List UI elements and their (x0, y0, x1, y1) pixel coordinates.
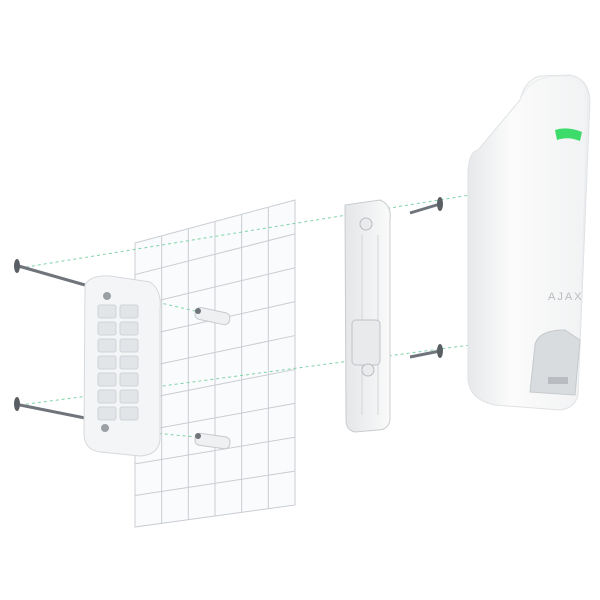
bracket-rib (97, 406, 117, 421)
screw-icon (409, 344, 443, 359)
grid-line (134, 368, 296, 402)
mounting-plate (344, 199, 391, 433)
bracket-rib (97, 389, 117, 404)
bracket-rib (97, 304, 117, 319)
bracket-rib (119, 304, 139, 319)
grid-line (134, 267, 296, 307)
screw-icon (14, 397, 86, 420)
motion-detector: AJAX (467, 74, 591, 411)
corner-bracket (83, 275, 161, 457)
bracket-rib (119, 372, 139, 387)
grid-line (134, 335, 296, 370)
wall-plug-icon (194, 307, 231, 326)
bracket-rib (119, 406, 139, 421)
bracket-rib (97, 321, 117, 336)
bracket-rib (119, 321, 139, 336)
grid-line (134, 470, 296, 496)
wall-plug-icon (194, 432, 231, 450)
bracket-rib (119, 389, 139, 404)
bracket-rib (97, 372, 117, 387)
grid-line (134, 402, 296, 433)
wall-tile (134, 199, 296, 528)
bracket-rib (119, 355, 139, 370)
bracket-rib (119, 338, 139, 353)
bracket-rib (97, 355, 117, 370)
grid-line (134, 233, 296, 276)
led-indicator (555, 128, 582, 141)
bracket-rib (97, 338, 117, 353)
screw-icon (409, 197, 443, 215)
screw-icon (14, 259, 86, 287)
grid-line (134, 436, 296, 465)
brand-logo: AJAX (548, 291, 584, 303)
